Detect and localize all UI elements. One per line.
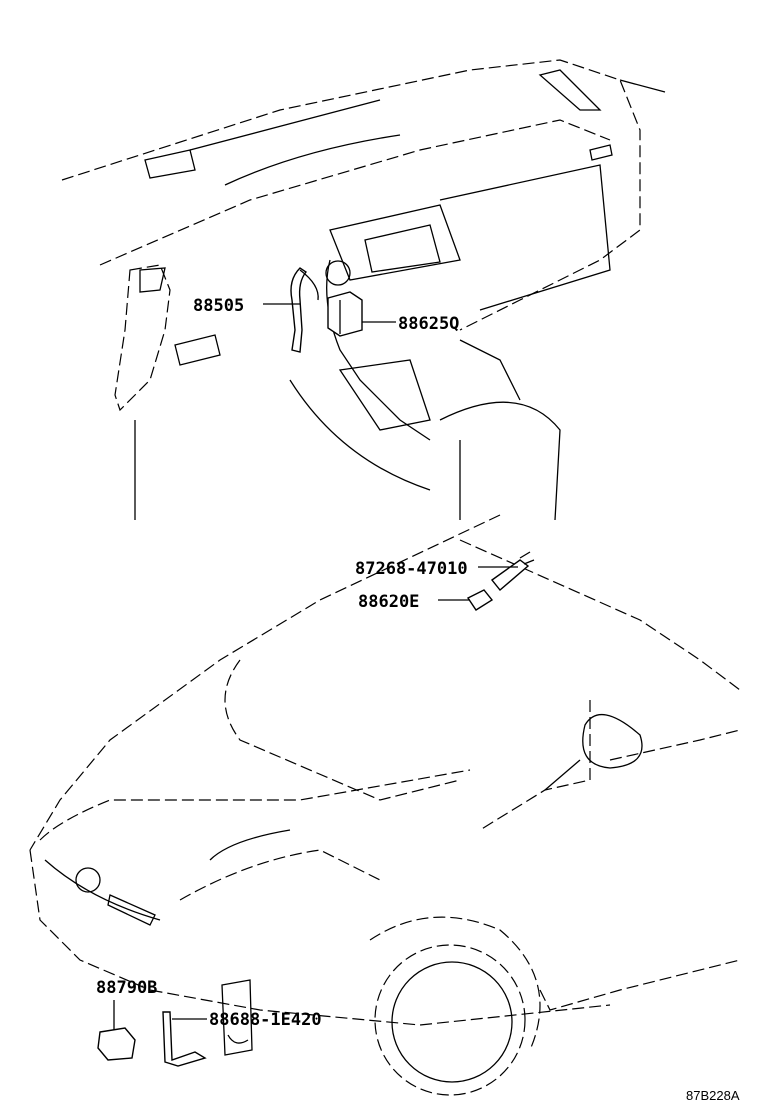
callout-88505[interactable]: 88505: [193, 296, 244, 316]
sensor-88790B: [97, 1027, 136, 1061]
leader-lines: [113, 303, 518, 1030]
key-part-87268: [490, 559, 530, 592]
bracket-88688: [162, 1011, 207, 1067]
key-fob-88620E: [466, 589, 494, 611]
callout-87268-47010[interactable]: 87268-47010: [355, 559, 468, 579]
dashboard-illustration: [61, 59, 666, 521]
callout-88620E[interactable]: 88620E: [358, 592, 419, 612]
callout-88625Q[interactable]: 88625Q: [398, 314, 459, 334]
callout-88688-1E420[interactable]: 88688-1E420: [209, 1010, 322, 1030]
figure-code: 87B228A: [686, 1088, 740, 1103]
vehicle-illustration: [29, 514, 741, 1096]
callout-88790B[interactable]: 88790B: [96, 978, 157, 998]
